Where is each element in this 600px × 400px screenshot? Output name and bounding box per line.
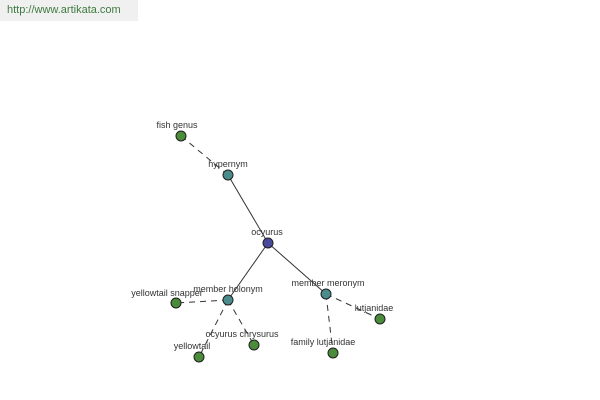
node-ochry[interactable] [248, 339, 260, 351]
node-label-mero[interactable]: member meronym [291, 278, 364, 288]
node-label-fish[interactable]: fish genus [156, 120, 198, 130]
node-center[interactable] [262, 237, 274, 249]
node-label-ytail[interactable]: yellowtail [174, 341, 211, 351]
site-url-link[interactable]: http://www.artikata.com [7, 4, 121, 16]
node-ytail[interactable] [193, 351, 205, 363]
node-label-famlut[interactable]: family lutjanidae [291, 337, 356, 347]
edge-hyper-fish [180, 135, 229, 176]
node-mero[interactable] [320, 288, 332, 300]
edge-mero-lutj [325, 293, 381, 320]
node-label-holo[interactable]: member holonym [193, 284, 263, 294]
edge-mero-famlut [325, 293, 334, 354]
node-label-center[interactable]: ocyurus [251, 227, 283, 237]
node-lutj[interactable] [374, 313, 386, 325]
edge-center-mero [267, 242, 327, 295]
edge-center-holo [227, 242, 269, 301]
node-fish[interactable] [175, 130, 187, 142]
nodes-layer [170, 130, 386, 363]
url-bar: http://www.artikata.com [0, 0, 138, 21]
edge-holo-ochry [227, 299, 255, 346]
node-label-ysnap[interactable]: yellowtail snapper [131, 288, 203, 298]
node-label-hyper[interactable]: hypernym [208, 159, 248, 169]
node-hyper[interactable] [222, 169, 234, 181]
node-ysnap[interactable] [170, 297, 182, 309]
edge-center-hyper [227, 174, 269, 244]
edge-holo-ysnap [175, 299, 229, 304]
node-famlut[interactable] [327, 347, 339, 359]
node-label-lutj[interactable]: lutjanidae [355, 303, 394, 313]
node-label-ochry[interactable]: ocyurus chrysurus [205, 329, 279, 339]
labels-layer: ocyurus hypernym fish genus member holonym m… [131, 120, 393, 351]
edges-layer [175, 135, 381, 358]
node-holo[interactable] [222, 294, 234, 306]
